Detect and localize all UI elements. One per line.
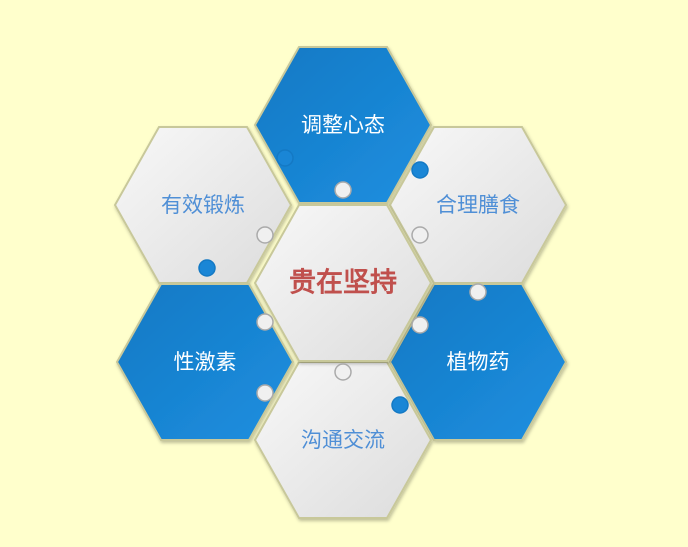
- hexagon-top: [253, 46, 433, 204]
- hexagon-lower-right: [388, 283, 568, 441]
- puzzle-tab: [469, 283, 487, 301]
- hexagon-label-bottom: 沟通交流: [301, 428, 385, 452]
- hexagon-label-center: 贵在坚持: [289, 268, 397, 299]
- puzzle-tab: [256, 313, 274, 331]
- hexagon-label-top: 调整心态: [301, 113, 385, 137]
- puzzle-tab: [334, 363, 352, 381]
- hexagon-upper-left: [113, 126, 293, 284]
- puzzle-tab: [256, 226, 274, 244]
- hexagon-label-upper-right: 合理膳食: [436, 193, 520, 217]
- puzzle-tab: [411, 161, 429, 179]
- puzzle-tab: [276, 149, 294, 167]
- puzzle-tab: [256, 384, 274, 402]
- puzzle-tab: [391, 396, 409, 414]
- puzzle-tab: [198, 259, 216, 277]
- puzzle-tab: [334, 181, 352, 199]
- puzzle-tab: [411, 316, 429, 334]
- hexagon-lower-left: [115, 283, 295, 441]
- hexagon-center: [253, 204, 433, 362]
- puzzle-tab: [411, 226, 429, 244]
- hexagon-label-lower-right: 植物药: [447, 350, 510, 374]
- hexagon-label-lower-left: 性激素: [174, 350, 237, 374]
- hexagon-label-upper-left: 有效锻炼: [161, 193, 245, 217]
